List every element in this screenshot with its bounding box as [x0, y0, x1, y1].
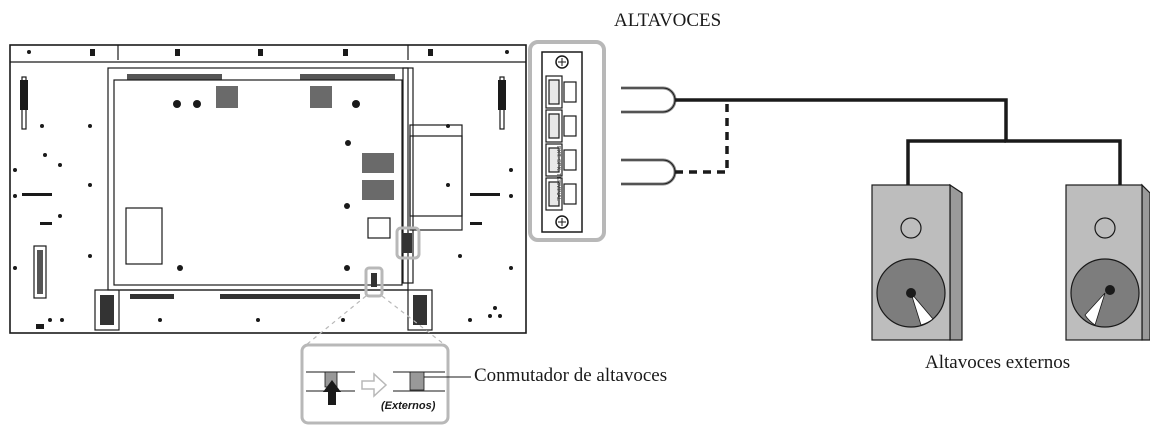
monitor-rear [9, 44, 527, 334]
switch-label: Conmutador de altavoces [474, 365, 668, 386]
external-speakers-label: Altavoces externos [925, 352, 1071, 373]
terminal-text: EXT. SPK. TERMINAL [555, 146, 561, 201]
terminal-title: ALTAVOCES [614, 10, 722, 31]
switch-position-label: (Externos) [381, 400, 436, 412]
arrow-up-icon [323, 380, 341, 405]
speaker-left [871, 183, 963, 341]
speaker-terminal [528, 40, 606, 242]
speaker-right [1065, 183, 1150, 341]
speaker-wires [621, 86, 1122, 186]
speaker-terminal-highlight [395, 226, 421, 260]
arrow-right-icon [361, 372, 388, 398]
speaker-switch-highlight [364, 266, 384, 298]
speaker-switch-zoom [300, 343, 471, 425]
